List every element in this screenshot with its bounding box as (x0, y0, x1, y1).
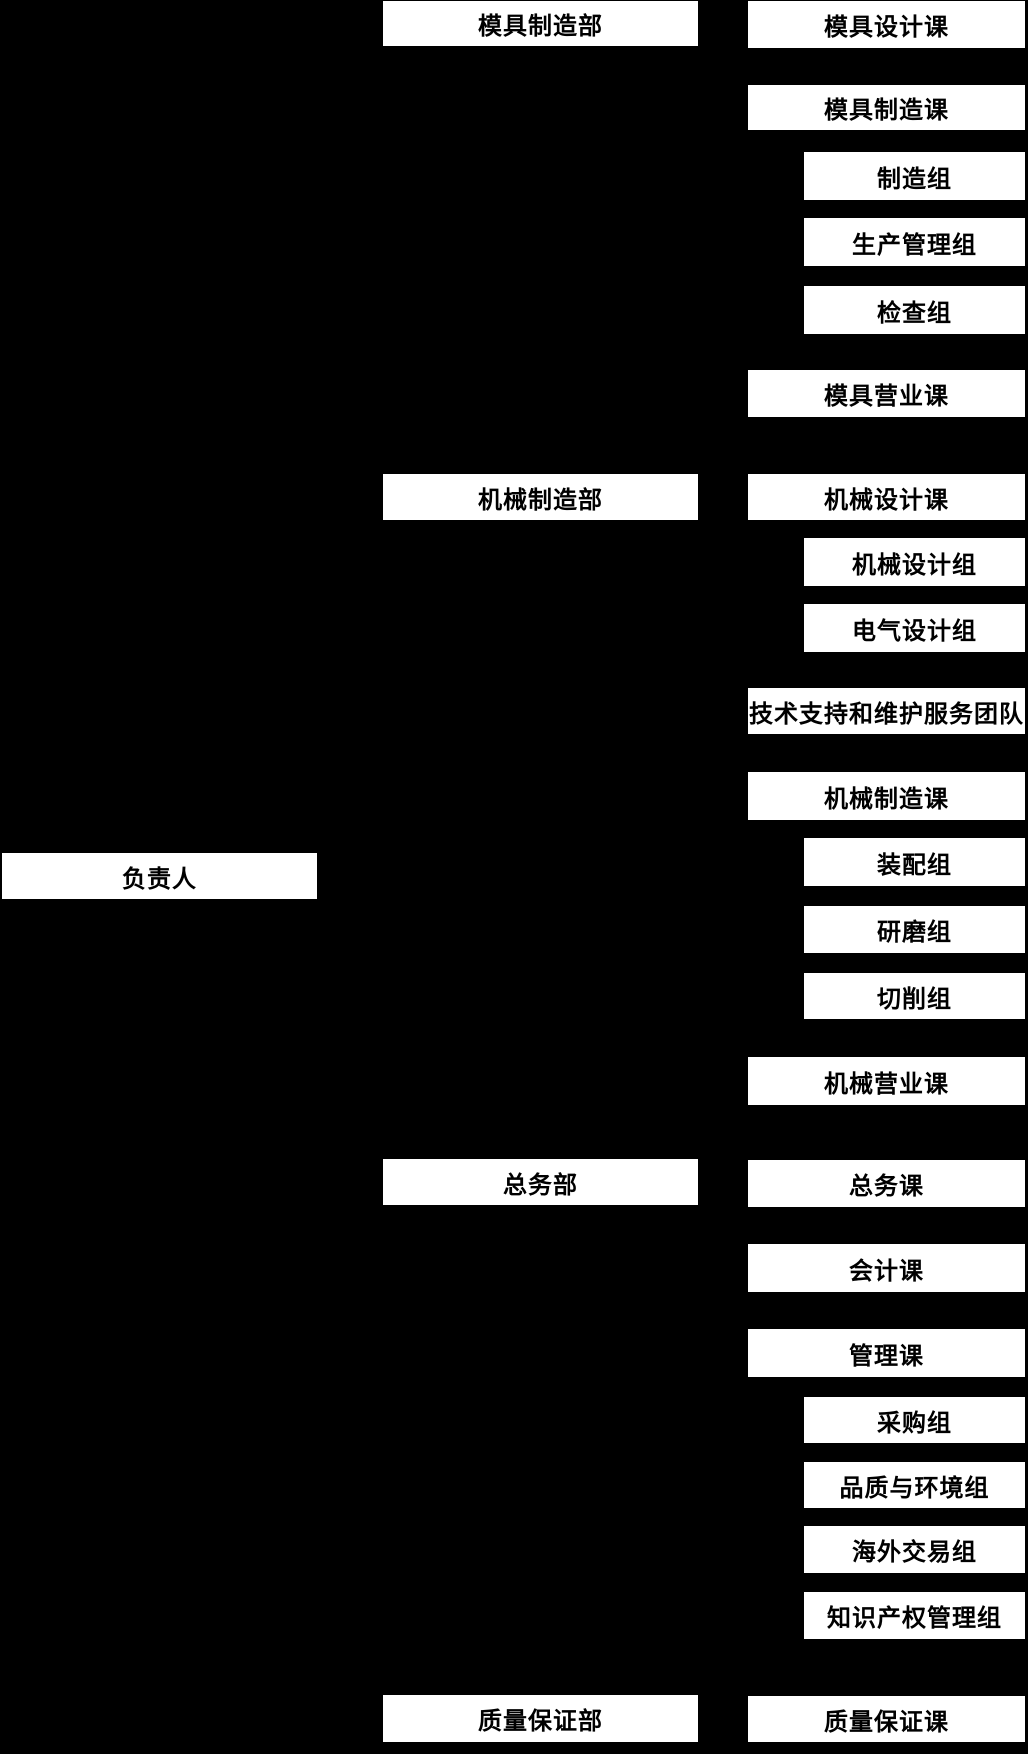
node-machinery-manufacturing-dept: 机械制造部 (383, 474, 698, 520)
node-quality-environment-group: 品质与环境组 (804, 1462, 1025, 1508)
node-production-management-group: 生产管理组 (804, 218, 1025, 266)
node-mold-sales-section: 模具营业课 (748, 370, 1025, 417)
node-general-affairs-section: 总务课 (748, 1160, 1025, 1207)
node-cutting-group: 切削组 (804, 973, 1025, 1019)
node-person-in-charge: 负责人 (2, 853, 317, 899)
node-machinery-manufacturing-section: 机械制造课 (748, 772, 1025, 820)
node-tech-support-maintenance-team: 技术支持和维护服务团队 (748, 688, 1025, 734)
node-machinery-sales-section: 机械营业课 (748, 1057, 1025, 1105)
node-general-affairs-dept: 总务部 (383, 1159, 698, 1205)
node-quality-assurance-dept: 质量保证部 (383, 1695, 698, 1742)
node-accounting-section: 会计课 (748, 1244, 1025, 1292)
node-overseas-trade-group: 海外交易组 (804, 1526, 1025, 1573)
node-mold-manufacturing-dept: 模具制造部 (383, 1, 698, 46)
node-machinery-design-section: 机械设计课 (748, 474, 1025, 520)
node-inspection-group: 检查组 (804, 286, 1025, 334)
node-quality-assurance-section: 质量保证课 (748, 1696, 1025, 1742)
node-management-section: 管理课 (748, 1329, 1025, 1377)
node-electrical-design-group: 电气设计组 (804, 604, 1025, 652)
node-grinding-group: 研磨组 (804, 906, 1025, 953)
node-procurement-group: 采购组 (804, 1397, 1025, 1443)
node-machinery-design-group: 机械设计组 (804, 538, 1025, 586)
node-ip-management-group: 知识产权管理组 (804, 1592, 1025, 1639)
node-mold-manufacturing-section: 模具制造课 (748, 85, 1025, 130)
node-assembly-group: 装配组 (804, 838, 1025, 886)
node-mold-design-section: 模具设计课 (748, 1, 1025, 48)
node-manufacturing-group: 制造组 (804, 152, 1025, 200)
